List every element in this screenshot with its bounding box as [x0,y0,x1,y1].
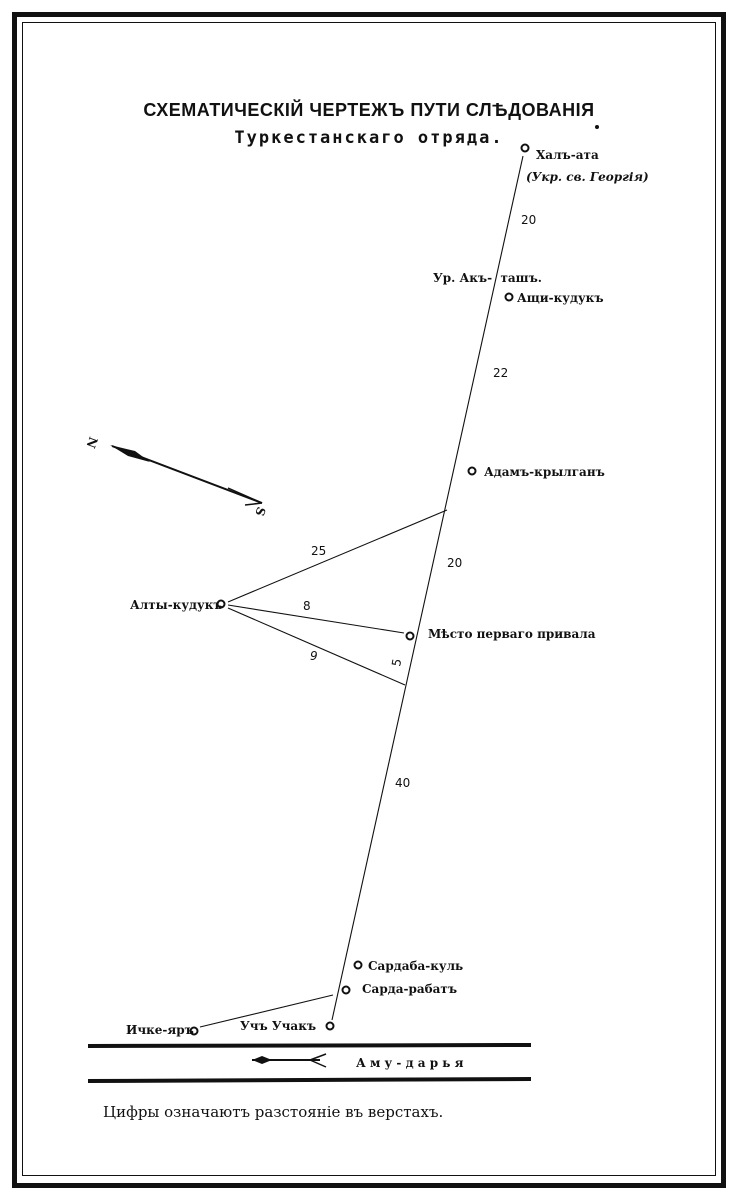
distance-label: 25 [311,544,326,558]
station-icon [216,599,226,609]
river-bank-south [87,1077,532,1083]
stations [189,143,530,1036]
river-bank-north [87,1043,532,1048]
route-alty-25 [227,509,448,603]
label-adam-krylgan: Адамъ-крылганъ [484,465,605,479]
label-khal-ata-note: (Укр. св. Георгія) [526,170,649,184]
station-icon [504,292,514,302]
route-lines [199,155,524,1028]
route-alty-9 [227,607,406,686]
label-ichke-yar: Ичке-яръ [126,1023,194,1037]
label-ashchi-kuduk: Ащи-кудукъ [517,291,604,305]
title-line2: Туркестанскаго отряда. [234,128,503,148]
compass-north: N [83,435,100,450]
station-icon [325,1021,335,1031]
distance-label: 22 [493,366,508,380]
distance-label: 20 [521,213,536,227]
distance-label: 5 [389,658,404,668]
compass-south: S [252,505,268,518]
station-icon [520,143,530,153]
station-icon [189,1026,199,1036]
river-label: А м у - д а р ь я [356,1056,464,1070]
route-ichke [199,994,334,1028]
label-uch-uchak: Учъ Учакъ [240,1019,316,1033]
outer-frame [12,12,726,1188]
label-khal-ata: Халъ-ата [536,148,599,162]
label-sarda-rabat: Сарда-рабатъ [362,982,457,996]
footer-note: Цифры означаютъ разстояніе въ верстахъ. [103,1103,443,1121]
inner-frame [22,22,716,1176]
distance-label: 20 [447,556,462,570]
dot-mark [595,125,599,129]
station-icon [467,466,477,476]
label-alty-kuduk: Алты-кудукъ [130,598,223,612]
title-line1: СХЕМАТИЧЕСКІЙ ЧЕРТЕЖЪ ПУТИ СЛѢДОВАНІЯ [143,99,594,120]
station-icon [341,985,351,995]
station-icon [353,960,363,970]
compass-arrow-icon [110,445,263,506]
distance-label: 40 [395,776,410,790]
label-ak-tash: Ур. Акъ- ташъ. [433,271,542,285]
label-mesto: Мѣсто перваго привала [428,627,596,641]
label-sardaba-kul: Сардаба-куль [368,959,463,973]
distance-label: 8 [303,599,311,613]
river-flow-arrow-icon [252,1053,327,1068]
route-alty-8 [227,604,405,634]
station-icon [405,631,415,641]
distance-label: 9 [310,649,318,663]
main-route [331,155,524,1021]
